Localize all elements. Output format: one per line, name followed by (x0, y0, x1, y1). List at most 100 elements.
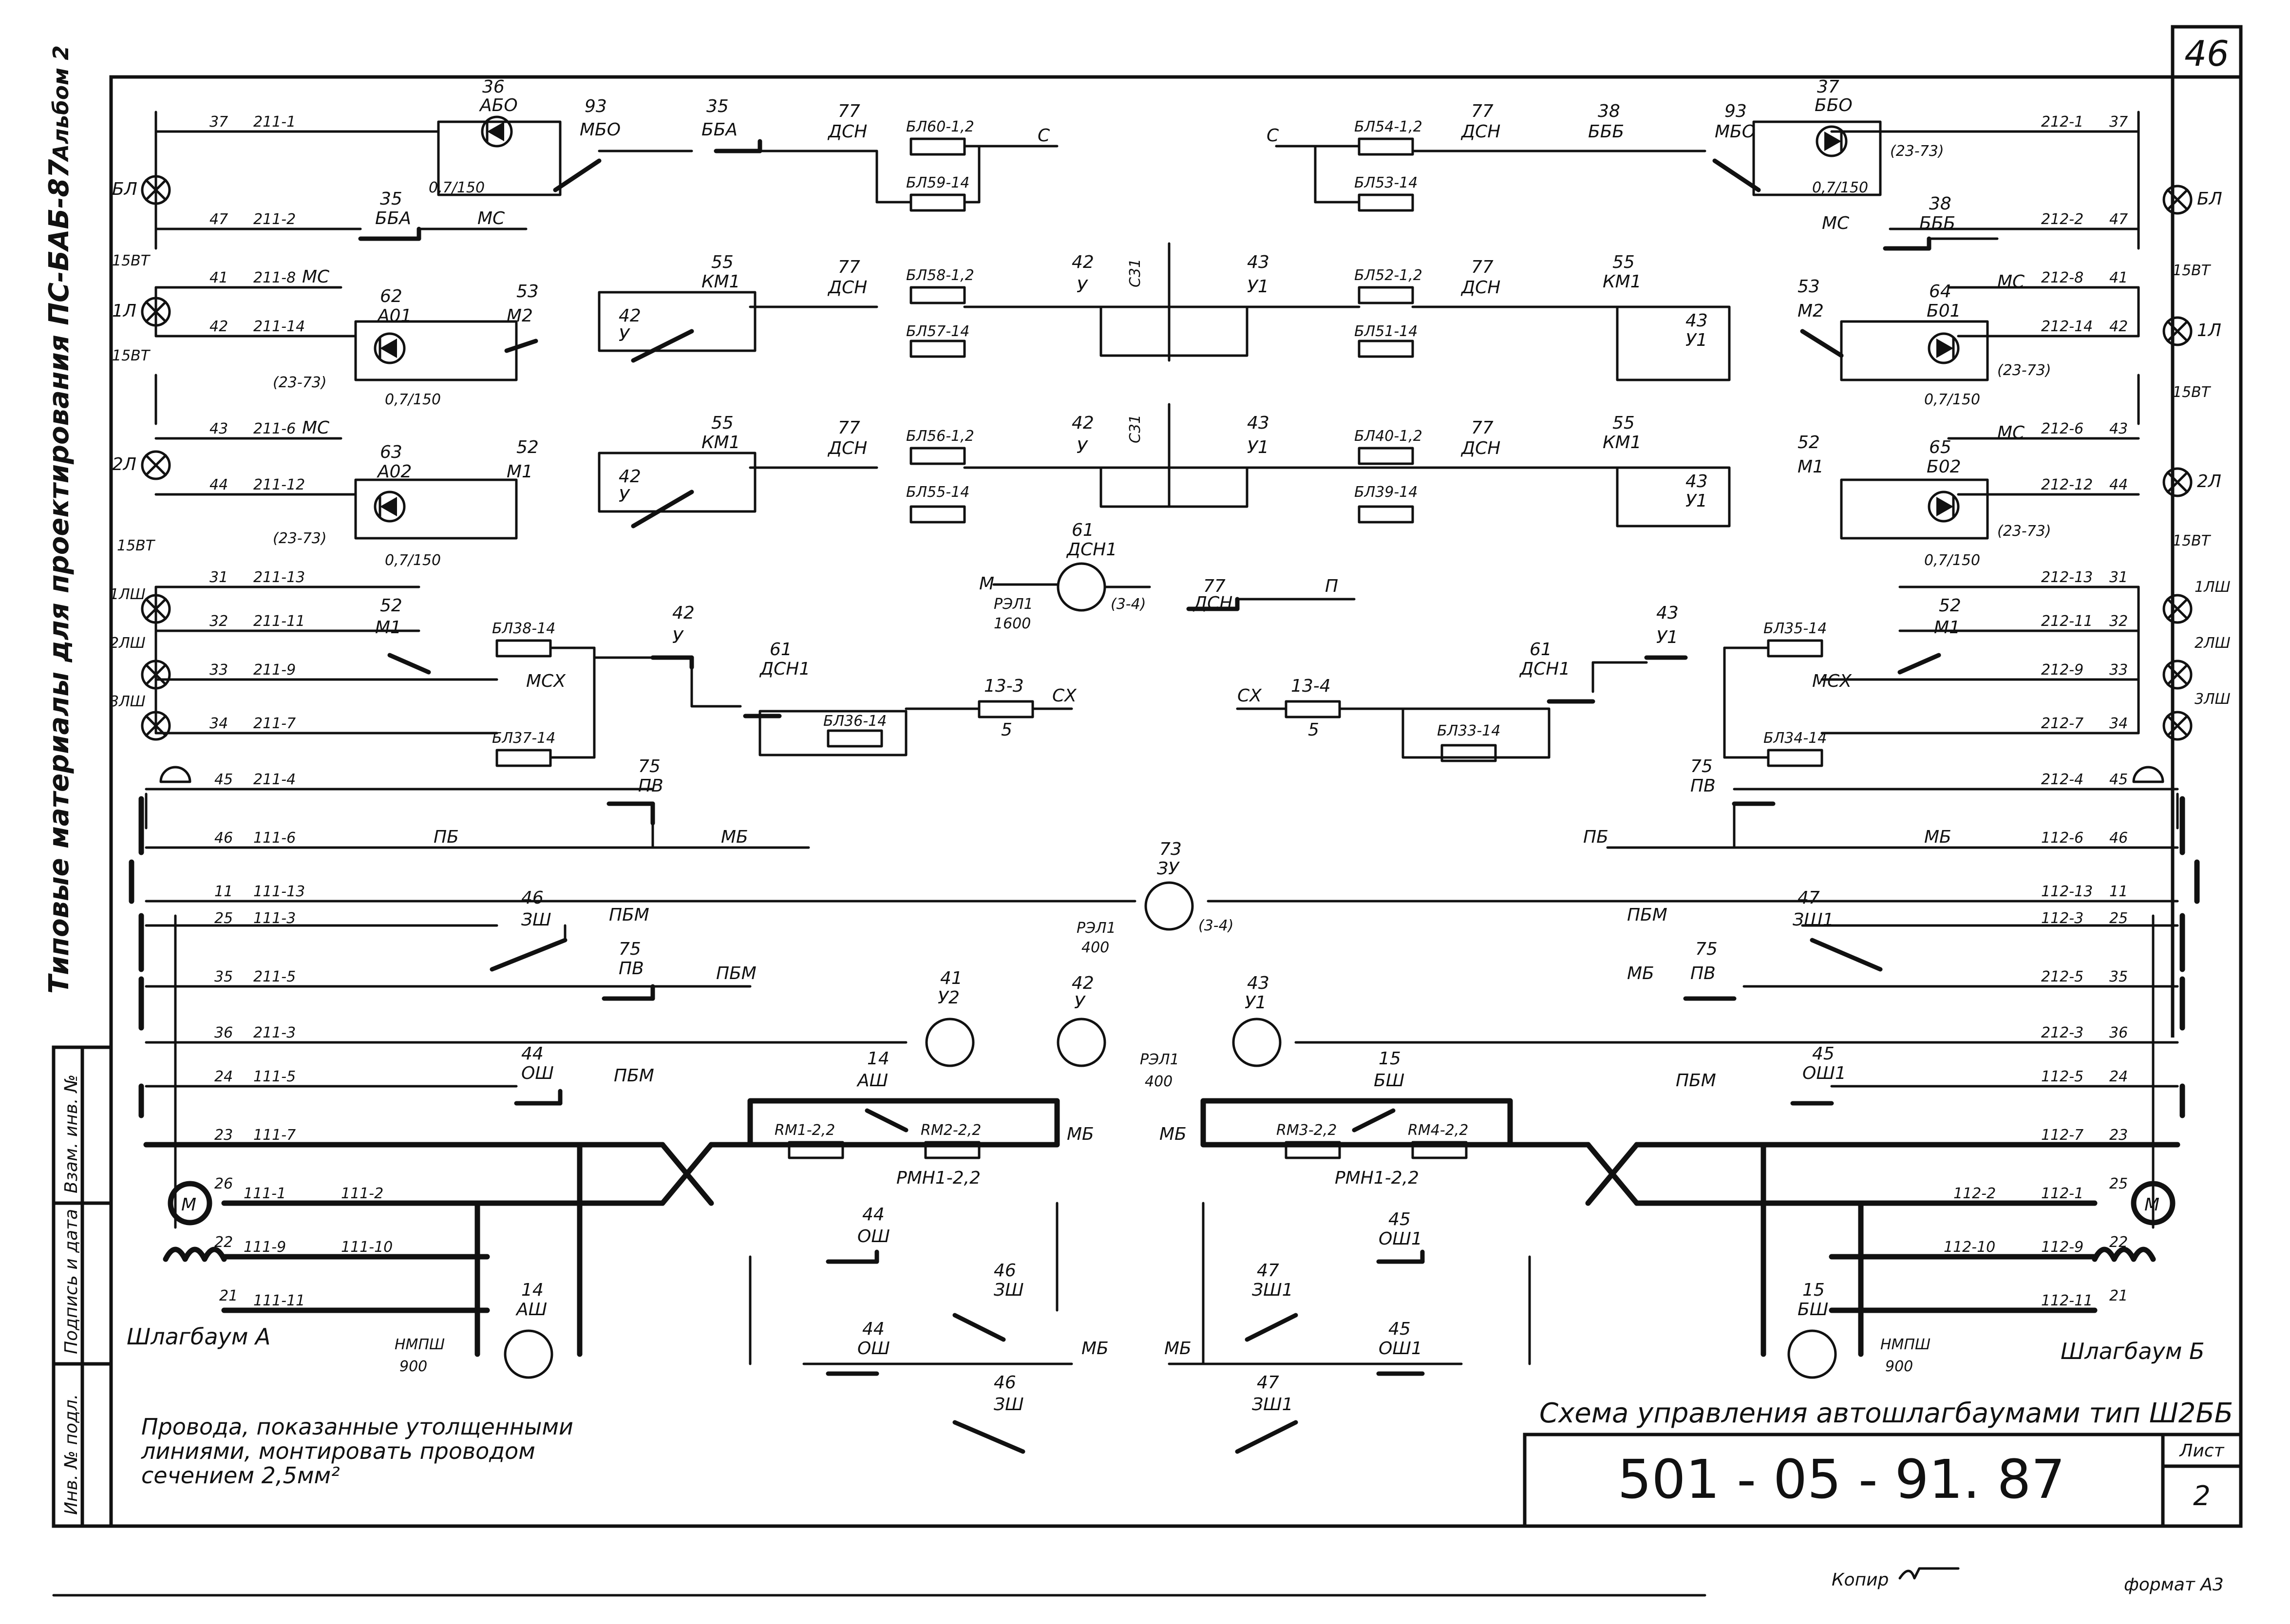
nmpsh-right-type: НМПШ (1880, 1336, 1930, 1353)
contact-43d-num: 43 (1685, 472, 1708, 491)
contact-52c-num: 52 (380, 596, 402, 616)
relay-73-res: 400 (1081, 939, 1109, 956)
relay-43-num: 43 (1247, 973, 1269, 993)
term-l-45: 45 (214, 771, 233, 788)
stamp-sign: Подпись и дата (61, 1209, 81, 1354)
stamp-inv: Инв. № подл. (61, 1394, 81, 1515)
contact-44a-name: ОШ (521, 1063, 554, 1083)
contact-35b-name: ББА (375, 208, 411, 228)
contact-42d-name: У (1077, 437, 1088, 457)
contact-77a-num: 77 (838, 101, 860, 121)
rm-left-label: РМН1-2,2 (896, 1168, 981, 1188)
format-label: формат А3 (2124, 1575, 2224, 1595)
contact-52a-name: М1 (507, 462, 533, 482)
contact-55b-num: 55 (1612, 252, 1635, 272)
contact-42a-num: 42 (619, 306, 641, 326)
term-r-25b: 25 (2109, 1175, 2128, 1192)
diode-65 (1928, 491, 1960, 523)
contact-75b-name: ПВ (1690, 776, 1716, 796)
wire-label-211-13: 211-13 (253, 569, 305, 586)
wire-label-211-8: 211-8 (253, 269, 296, 286)
contact-45a-name: ОШ1 (1802, 1063, 1846, 1083)
relay-64-num: 64 (1929, 282, 1951, 302)
lower-contacts-left: 44 ОШ 46 ЗШ 44 ОШ МБ 46 ЗШ (749, 1202, 1109, 1454)
contact-44b-num: 44 (862, 1205, 885, 1225)
lamp-2lsh-right (2162, 660, 2193, 690)
contact-75c-num: 75 (619, 939, 641, 959)
terminal-labels-left: 37 47 41 42 43 44 31 32 33 34 45 46 11 2… (209, 113, 238, 1304)
contact-77f-name: ДСН (1460, 438, 1500, 458)
contact-52b-name: М1 (1798, 457, 1824, 477)
contact-46c-num: 46 (994, 1373, 1016, 1393)
rm1-label: RМ1-2,2 (775, 1122, 835, 1139)
wire-label-211-2: 211-2 (253, 211, 296, 228)
row-pv: 75 ПВ ПБМ 75 ПВ МБ (602, 939, 1737, 1001)
block-bl59: БЛ59-14 (906, 174, 969, 191)
wire-label-112-7: 112-7 (2041, 1127, 2083, 1144)
block-bl57: БЛ57-14 (906, 323, 969, 340)
motor-right: М (2131, 1181, 2176, 1226)
contact-77c-name: ДСН (827, 278, 867, 298)
block-bl55: БЛ55-14 (906, 484, 969, 501)
wire-label-212-5: 212-5 (2041, 968, 2083, 985)
note-line-1: Провода, показанные утолщенными (141, 1414, 573, 1440)
term-l-46: 46 (214, 830, 233, 847)
relay-61-res: 1600 (994, 615, 1031, 632)
diode-37 (1816, 125, 1848, 157)
contact-75b-num: 75 (1690, 756, 1713, 776)
wire-label-112-1: 112-1 (2041, 1185, 2083, 1202)
contact-44b-name: ОШ (857, 1227, 890, 1246)
contact-35a-num: 35 (706, 96, 729, 116)
row-6-right: 75 ПВ ПБ МБ (1583, 756, 1951, 849)
side-stamp: Инв. № подл. Подпись и дата Взам. инв. № (52, 1045, 113, 1528)
wire-label-112-6: 112-6 (2041, 830, 2083, 847)
wire-label-111-11: 111-11 (253, 1292, 305, 1309)
wire-label-211-6: 211-6 (253, 420, 296, 437)
lamps-left: БЛ 1Л 2Л 1ЛШ 2ЛШ 3ЛШ 15ВТ 15ВТ 15ВТ (110, 175, 171, 741)
lamp-label-2l-right: 2Л (2197, 472, 2221, 491)
relay-63-name: А02 (377, 462, 412, 482)
note: Провода, показанные утолщенными линиями,… (141, 1414, 573, 1489)
motor-15-num: 15 (1802, 1280, 1825, 1300)
motor-14-num: 14 (521, 1280, 544, 1300)
lamp-label-2lsh-left: 2ЛШ (110, 635, 146, 652)
power-label-6: 15ВТ (2173, 532, 2212, 549)
contact-46b-num: 46 (994, 1261, 1016, 1281)
contact-35b-num: 35 (380, 189, 402, 209)
contact-44c-num: 44 (862, 1319, 885, 1339)
c-label-left: С (1038, 126, 1050, 146)
relay-61b-num: 61 (770, 640, 792, 660)
block-bl34: БЛ34-14 (1763, 730, 1827, 747)
block-bl56: БЛ56-1,2 (906, 428, 974, 445)
contact-46a-num: 46 (521, 888, 544, 908)
contact-42a-name: У (619, 325, 630, 345)
relay-14-contact-name: АШ (856, 1071, 888, 1091)
title-block: Схема управления автошлагбаумами тип Ш2Б… (1523, 1397, 2243, 1528)
motor-left-label: М (181, 1195, 196, 1215)
contact-46c-name: ЗШ (994, 1395, 1024, 1415)
relay-65-name: Б02 (1927, 457, 1961, 477)
contact-42b-name: У (1077, 277, 1088, 297)
relay-73-coil (1144, 881, 1194, 931)
relay-36-name: АБО (479, 95, 518, 115)
cx-label-left: СХ (1052, 686, 1077, 706)
diode-36 (481, 115, 513, 148)
wire-label-111-5: 111-5 (253, 1068, 296, 1085)
copy-label: Копир (1832, 1570, 1889, 1590)
wire-label-212-8: 212-8 (2041, 269, 2083, 286)
rm-block-left: RМ1-2,2 RМ2-2,2 РМН1-2,2 14 АШ МБ (660, 1049, 1094, 1206)
term-r-35: 35 (2109, 968, 2128, 985)
relay-37-num: 37 (1817, 77, 1839, 97)
contact-77c-num: 77 (838, 257, 860, 277)
contact-77b-num: 77 (1471, 101, 1494, 121)
contact-43b-num: 43 (1685, 311, 1708, 331)
wire-label-211-14: 211-14 (253, 318, 305, 335)
term-l-43: 43 (209, 420, 228, 437)
lamp-label-1l-left: 1Л (112, 301, 136, 321)
contact-42c-name: У (619, 486, 630, 506)
contact-52d-num: 52 (1939, 596, 1961, 616)
contact-44c-name: ОШ (857, 1339, 890, 1359)
term-l-37: 37 (209, 113, 228, 131)
wire-label-212-1: 212-1 (2041, 113, 2083, 131)
